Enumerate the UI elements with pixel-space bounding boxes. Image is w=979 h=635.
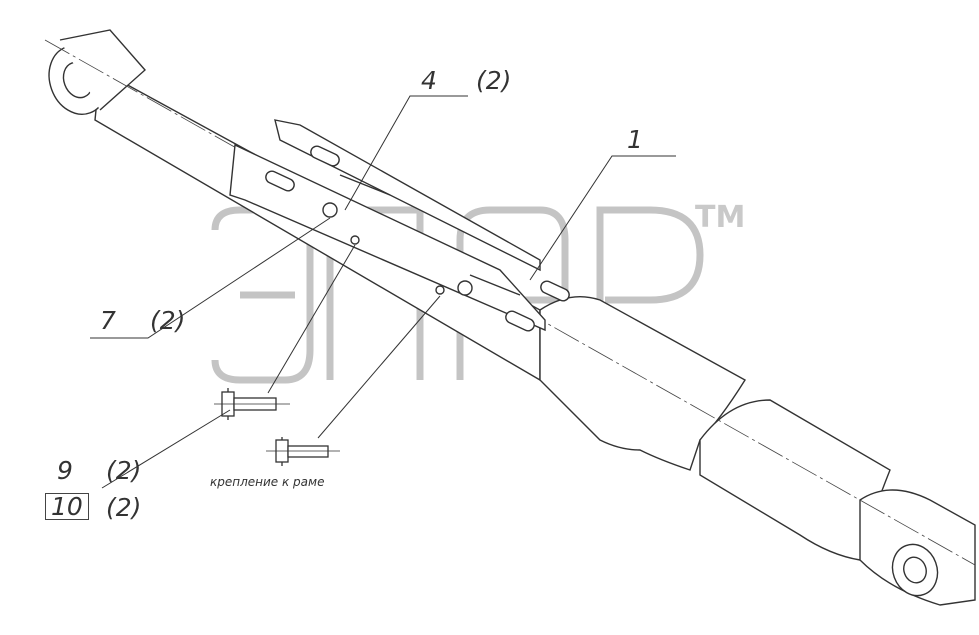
- callout-part-4: 4: [421, 66, 437, 95]
- bracket: [229, 119, 570, 332]
- callout-part-7: 7: [100, 306, 116, 335]
- tube-lower: [539, 295, 976, 606]
- callout-part-10: 10: [45, 493, 89, 520]
- callout-part-9: 9: [57, 456, 73, 485]
- callout-part-10-qty: (2): [106, 493, 142, 522]
- callout-part-4-qty: (2): [476, 66, 512, 95]
- callout-part-7-qty: (2): [150, 306, 186, 335]
- watermark-trademark: TM: [695, 200, 746, 235]
- bolt-left: [214, 388, 290, 420]
- bolt-right: [266, 437, 340, 466]
- leader-lines: [90, 95, 676, 489]
- callout-part-1: 1: [627, 125, 643, 154]
- callout-part-9-qty: (2): [106, 456, 142, 485]
- frame-mounting-note: крепление к раме: [210, 475, 325, 489]
